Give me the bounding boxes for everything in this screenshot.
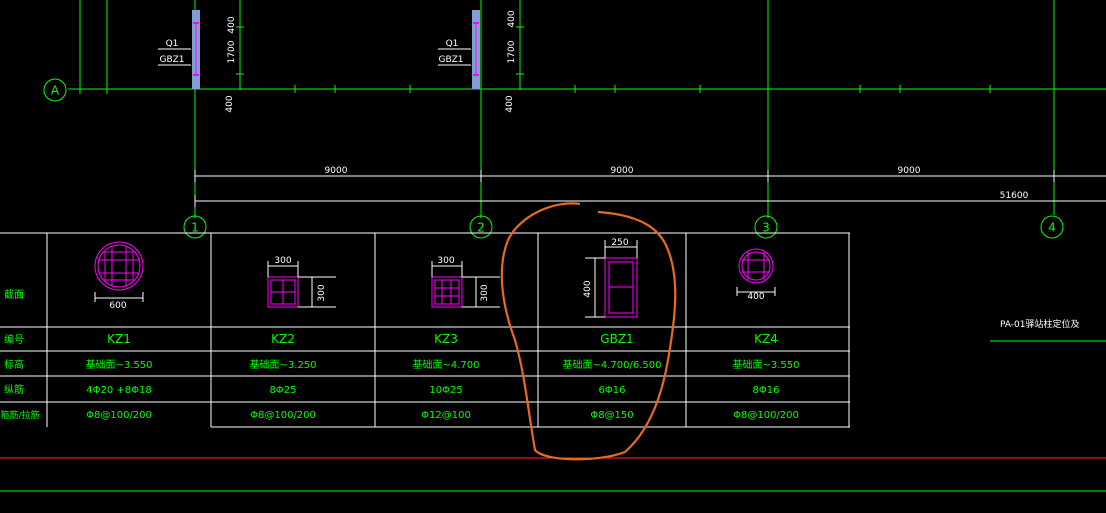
column-schedule-table — [0, 232, 850, 428]
table-column-kz3[interactable]: KZ3 基础面~4.700 10Φ25 Φ12@100 — [412, 332, 479, 421]
axis-bubble-a: A — [43, 78, 67, 102]
svg-text:400: 400 — [507, 10, 517, 27]
table-row-labels: 截面 编号 标高 纵筋 箍筋/拉筋 — [0, 288, 39, 421]
wall-label-mid: Q1 GBZ1 — [438, 39, 471, 66]
svg-text:Φ12@100: Φ12@100 — [421, 410, 471, 421]
svg-text:标高: 标高 — [4, 358, 24, 371]
section-kz4: 400 — [736, 248, 776, 302]
svg-text:基础面~3.550: 基础面~3.550 — [85, 358, 152, 371]
svg-text:KZ3: KZ3 — [434, 332, 458, 346]
svg-text:GBZ1: GBZ1 — [159, 55, 184, 65]
section-gbz1: 250 400 — [583, 238, 638, 318]
svg-text:8Φ16: 8Φ16 — [753, 385, 780, 396]
wall-dims-mid: 400 1700 400 — [505, 0, 524, 113]
svg-text:6Φ16: 6Φ16 — [599, 385, 626, 396]
svg-text:4: 4 — [1048, 221, 1056, 235]
svg-text:400: 400 — [225, 95, 235, 112]
svg-text:GBZ1: GBZ1 — [438, 55, 463, 65]
axis-bubble-2: 2 — [469, 215, 493, 239]
wall-gbz1-mid[interactable] — [472, 10, 480, 89]
svg-text:KZ2: KZ2 — [271, 332, 295, 346]
table-column-kz1[interactable]: KZ1 基础面~3.550 4Φ20 +8Φ18 Φ8@100/200 — [85, 332, 152, 421]
svg-text:A: A — [51, 84, 60, 98]
svg-text:9000: 9000 — [325, 166, 348, 176]
svg-text:纵筋: 纵筋 — [4, 383, 24, 396]
svg-text:Φ8@100/200: Φ8@100/200 — [733, 410, 799, 421]
svg-text:400: 400 — [227, 16, 237, 33]
svg-text:GBZ1: GBZ1 — [600, 332, 633, 346]
axis-bubble-4: 4 — [1040, 215, 1064, 239]
svg-text:51600: 51600 — [1000, 191, 1029, 201]
svg-text:Φ8@100/200: Φ8@100/200 — [250, 410, 316, 421]
svg-text:300: 300 — [274, 256, 291, 266]
svg-text:8Φ25: 8Φ25 — [270, 385, 297, 396]
svg-text:1: 1 — [191, 221, 199, 235]
svg-text:编号: 编号 — [4, 333, 24, 346]
svg-text:基础面~3.550: 基础面~3.550 — [732, 358, 799, 371]
axis-bubble-3: 3 — [754, 215, 778, 239]
svg-text:9000: 9000 — [611, 166, 634, 176]
span-dimensions: 9000 9000 9000 — [194, 166, 1106, 182]
svg-text:基础面~4.700/6.500: 基础面~4.700/6.500 — [562, 358, 661, 371]
svg-text:3: 3 — [762, 221, 770, 235]
svg-text:2: 2 — [477, 221, 485, 235]
svg-text:250: 250 — [611, 238, 628, 248]
total-dimension: 51600 — [194, 191, 1106, 207]
svg-text:10Φ25: 10Φ25 — [429, 385, 462, 396]
section-kz3: 300 300 — [431, 256, 500, 308]
section-kz1: 600 — [94, 241, 144, 311]
svg-text:PA-01驿站柱定位及: PA-01驿站柱定位及 — [1000, 318, 1080, 330]
svg-text:400: 400 — [747, 292, 764, 302]
svg-text:300: 300 — [317, 284, 327, 301]
svg-text:Φ8@100/200: Φ8@100/200 — [86, 410, 152, 421]
table-column-kz2[interactable]: KZ2 基础面~3.250 8Φ25 Φ8@100/200 — [249, 332, 316, 421]
frame-border-lines — [0, 457, 1106, 492]
highlight-annotation — [500, 202, 677, 461]
wall-dims-left: 400 1700 400 — [225, 0, 244, 113]
svg-text:Q1: Q1 — [446, 39, 459, 49]
svg-text:1700: 1700 — [227, 40, 237, 63]
svg-text:300: 300 — [437, 256, 454, 266]
wall-label-left: Q1 GBZ1 — [158, 39, 191, 66]
section-kz2: 300 300 — [267, 256, 336, 308]
svg-text:1700: 1700 — [507, 40, 517, 63]
axis-bubble-1: 1 — [183, 215, 207, 239]
svg-text:9000: 9000 — [898, 166, 921, 176]
svg-text:400: 400 — [583, 280, 593, 297]
svg-text:KZ4: KZ4 — [754, 332, 778, 346]
svg-text:4Φ20 +8Φ18: 4Φ20 +8Φ18 — [86, 385, 151, 396]
svg-text:基础面~4.700: 基础面~4.700 — [412, 358, 479, 371]
drawing-title[interactable]: PA-01驿站柱定位及 — [990, 318, 1106, 342]
svg-text:截面: 截面 — [4, 288, 24, 301]
table-column-gbz1[interactable]: GBZ1 基础面~4.700/6.500 6Φ16 Φ8@150 — [562, 332, 661, 421]
svg-text:400: 400 — [505, 95, 515, 112]
svg-text:箍筋/拉筋: 箍筋/拉筋 — [0, 409, 39, 421]
svg-text:600: 600 — [109, 301, 126, 311]
svg-text:基础面~3.250: 基础面~3.250 — [249, 358, 316, 371]
table-column-kz4[interactable]: KZ4 基础面~3.550 8Φ16 Φ8@100/200 — [732, 332, 799, 421]
svg-text:Q1: Q1 — [166, 39, 179, 49]
svg-text:Φ8@150: Φ8@150 — [590, 410, 633, 421]
svg-text:300: 300 — [480, 284, 490, 301]
svg-text:KZ1: KZ1 — [107, 332, 131, 346]
wall-gbz1-left[interactable] — [192, 10, 200, 89]
grid-lines — [68, 0, 1106, 218]
